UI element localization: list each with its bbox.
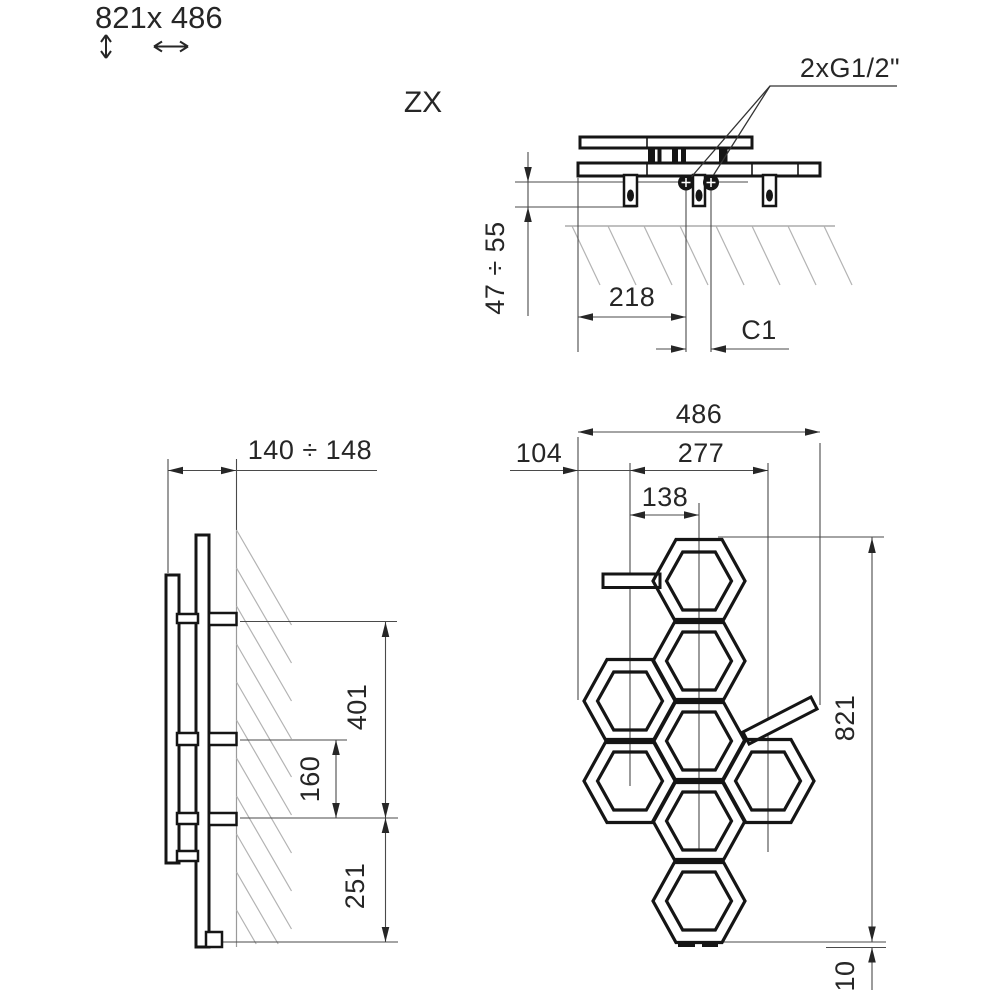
dim-bottom-bracket: 251 bbox=[340, 818, 390, 942]
dim-feet-height: 10 bbox=[830, 947, 876, 992]
panel-crossbars bbox=[175, 612, 200, 863]
foot bbox=[678, 942, 695, 947]
wall-brackets-side bbox=[207, 611, 238, 827]
dim-wall-to-pipe-label: 47 ÷ 55 bbox=[480, 221, 510, 314]
dim-width: 486 bbox=[578, 399, 820, 436]
hexagon-tube-inner-3 bbox=[595, 670, 665, 732]
hexagon-tube-inner-1 bbox=[664, 550, 734, 612]
dim-pipe-spacing-label: C1 bbox=[741, 315, 777, 345]
connection-size-label: 2xG1/2" bbox=[800, 53, 900, 83]
foot-side bbox=[204, 930, 224, 949]
dim-pipe-to-right-label: 277 bbox=[678, 438, 725, 468]
title-block: 821x 486 bbox=[95, 0, 223, 59]
dim-depth-label: 140 ÷ 148 bbox=[248, 435, 372, 465]
dim-bracket-span: 401 bbox=[342, 621, 390, 818]
hexagon-tube-inner-8 bbox=[664, 870, 734, 932]
height-arrow-icon bbox=[100, 34, 112, 59]
dim-edge-to-pipe-label: 218 bbox=[609, 282, 656, 312]
top-section-view: ZX bbox=[404, 53, 900, 353]
dim-bracket-span-label: 401 bbox=[342, 684, 372, 731]
dim-bracket-spacing: 160 bbox=[295, 740, 340, 818]
right-tab bbox=[740, 694, 820, 747]
wall-brackets bbox=[622, 173, 778, 208]
hexagon-tube-inner-4 bbox=[595, 750, 665, 812]
section-label: ZX bbox=[404, 86, 442, 119]
wall-hatch bbox=[571, 225, 853, 286]
dim-104-277: 104 277 bbox=[510, 438, 768, 475]
dim-pipe-spacing: C1 bbox=[656, 315, 789, 353]
dim-bracket-spacing-label: 160 bbox=[295, 756, 325, 803]
foot bbox=[702, 942, 718, 947]
hexagon-tube-inner-5 bbox=[664, 710, 734, 772]
connection-leader bbox=[686, 85, 897, 183]
dim-feet-label: 10 bbox=[830, 960, 860, 991]
width-arrow-icon bbox=[153, 40, 189, 53]
overall-size-label: 821x 486 bbox=[95, 0, 223, 35]
dim-pipe-to-center-label: 138 bbox=[642, 482, 689, 512]
dim-height: 821 bbox=[830, 537, 876, 942]
hexagon-tube-inner-6 bbox=[733, 750, 803, 812]
dim-138: 138 bbox=[630, 482, 699, 519]
dim-edge-to-pipe: 218 bbox=[578, 282, 686, 321]
hexagon-tube-inner-7 bbox=[664, 790, 734, 852]
left-tab bbox=[601, 572, 662, 589]
dim-depth: 140 ÷ 148 bbox=[167, 435, 377, 573]
dim-width-label: 486 bbox=[676, 399, 723, 429]
front-view: 486 104 277 138 8 bbox=[510, 399, 886, 992]
dim-bottom-bracket-label: 251 bbox=[340, 863, 370, 910]
wall-hatch bbox=[235, 529, 293, 945]
hexagon-tube-outer-8 bbox=[651, 857, 747, 945]
front-panel-top bbox=[578, 135, 754, 150]
hexagon-tube-inner-2 bbox=[664, 630, 734, 692]
front-panel-side bbox=[164, 573, 181, 865]
pipe-connections bbox=[678, 174, 719, 191]
hexagon-tubes bbox=[582, 537, 816, 945]
tube-ribs bbox=[648, 148, 728, 164]
dim-edge-to-pipe-label: 104 bbox=[516, 438, 563, 468]
dim-wall-to-pipe: 47 ÷ 55 bbox=[480, 152, 532, 316]
side-view: 140 ÷ 148 401 160 251 bbox=[164, 435, 398, 949]
dim-height-label: 821 bbox=[830, 695, 860, 742]
